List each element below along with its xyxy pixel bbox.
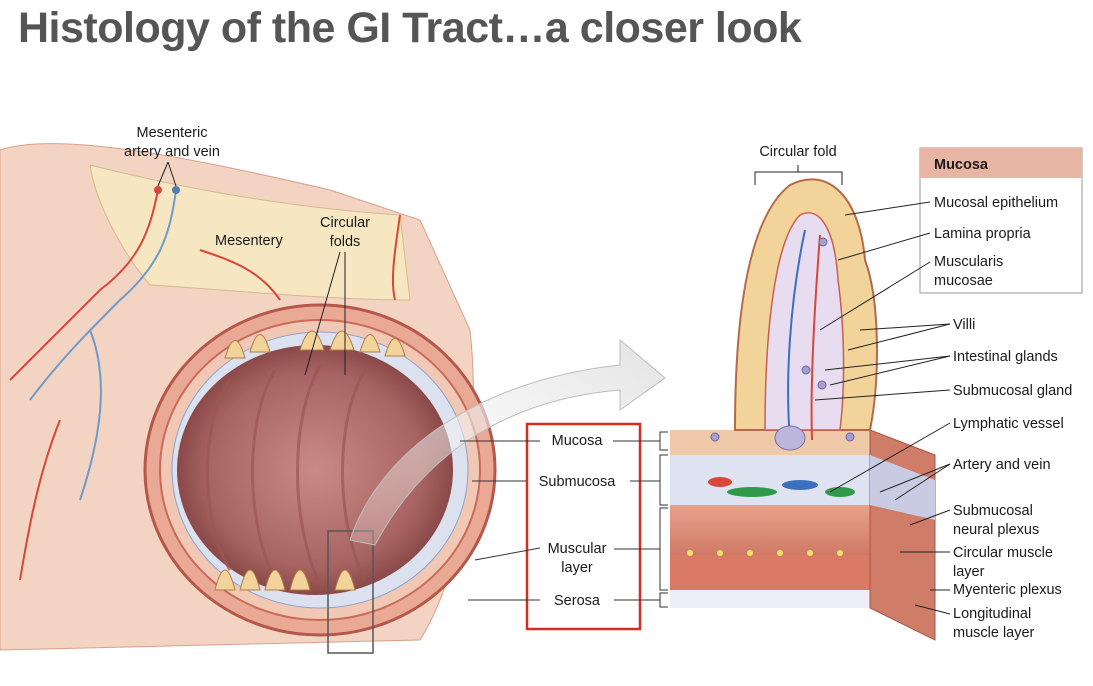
label-intestinal-glands: Intestinal glands: [953, 349, 1058, 365]
mesenteric-vessels: [9, 189, 401, 581]
villi-bottom: [214, 569, 356, 591]
label-lymphatic-vessel: Lymphatic vessel: [953, 416, 1064, 432]
label-circular-folds-1: Circular: [320, 215, 370, 231]
label-mesentery: Mesentery: [215, 233, 283, 249]
label-circular-muscle-1: Circular muscle: [953, 545, 1053, 561]
mucosa-legend-header-bg: [920, 148, 1082, 178]
label-submucosal-gland: Submucosal gland: [953, 383, 1072, 399]
label-muscularis-1: Muscularis: [934, 254, 1003, 270]
label-villi: Villi: [953, 317, 975, 333]
label-mesenteric-1: Mesenteric: [137, 125, 208, 141]
right-labels: Villi Intestinal glands Submucosal gland…: [953, 317, 1072, 641]
circular-muscle-block: [670, 505, 870, 555]
intestine-illustration: Mesenteric artery and vein Mesentery Cir…: [0, 125, 666, 654]
label-longitudinal-1: Longitudinal: [953, 606, 1031, 622]
layers-box: Mucosa Submucosa Muscular layer Serosa: [460, 422, 668, 631]
zoom-arrow: [349, 338, 666, 546]
page-title: Histology of the GI Tract…a closer look: [18, 4, 802, 52]
mucosa-legend: Mucosa Mucosal epithelium Lamina propria…: [919, 147, 1083, 294]
label-myenteric-plexus: Myenteric plexus: [953, 582, 1062, 598]
villi-top: [224, 330, 406, 359]
label-submucosal-plexus-2: neural plexus: [953, 522, 1039, 538]
mesentery-sheet: [89, 164, 411, 301]
label-muscularis-2: mucosae: [934, 273, 993, 289]
label-circular-folds-2: folds: [330, 234, 361, 250]
layer-muscular-2: layer: [561, 560, 593, 576]
mucosa-legend-header: Mucosa: [934, 157, 989, 173]
submucosa-block: [670, 455, 870, 505]
label-circular-fold: Circular fold: [759, 144, 836, 160]
longitudinal-muscle-block: [670, 555, 870, 590]
label-artery-and-vein: Artery and vein: [953, 457, 1051, 473]
layer-mucosa: Mucosa: [552, 433, 604, 449]
label-circular-muscle-2: layer: [953, 564, 985, 580]
label-mucosal-epithelium: Mucosal epithelium: [934, 195, 1058, 211]
artery-dot: [154, 186, 162, 194]
right-leader-lines: [814, 201, 951, 615]
villus-section: [670, 178, 936, 641]
label-lamina-propria: Lamina propria: [934, 226, 1032, 242]
intestine-lumen: [177, 345, 453, 595]
circular-folds-inner: [206, 364, 367, 586]
label-longitudinal-2: muscle layer: [953, 625, 1035, 641]
magnify-box: [327, 530, 374, 654]
layer-serosa: Serosa: [554, 593, 601, 609]
mucosa-base-block: [670, 430, 870, 455]
vein-dot: [172, 186, 180, 194]
layer-muscular-1: Muscular: [548, 541, 607, 557]
layer-submucosa: Submucosa: [539, 474, 617, 490]
label-submucosal-plexus-1: Submucosal: [953, 503, 1033, 519]
serosa-block: [670, 590, 870, 608]
label-mesenteric-2: artery and vein: [124, 144, 220, 160]
